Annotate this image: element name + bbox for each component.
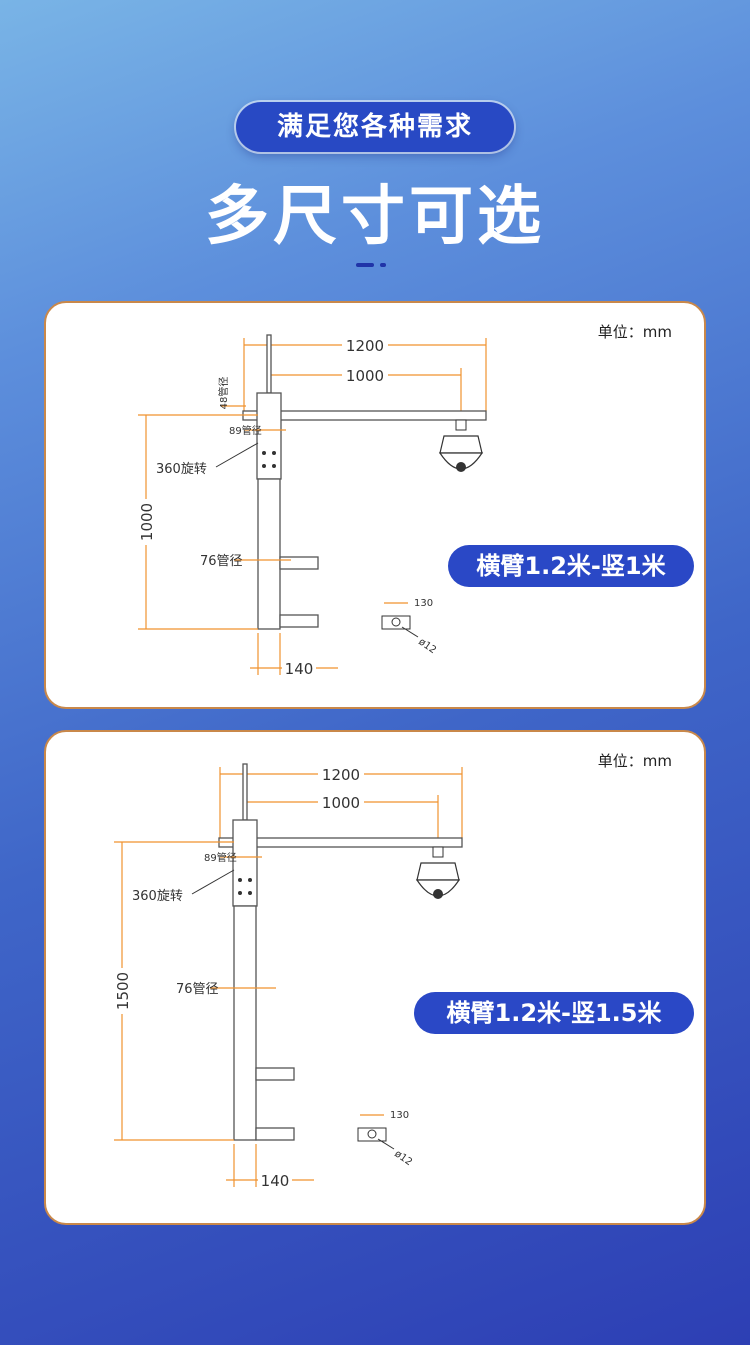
label-top-pipe: 89管径 bbox=[204, 851, 237, 864]
vertical-pole bbox=[233, 905, 257, 1141]
dim-bracket: 140 bbox=[261, 1172, 290, 1190]
dim-hole: ø12 bbox=[392, 1148, 414, 1168]
top-rod bbox=[242, 763, 248, 821]
label-pole-pipe: 76管径 bbox=[176, 982, 219, 997]
vertical-pole bbox=[257, 478, 281, 630]
title-underline-dot bbox=[380, 263, 386, 267]
mount-bracket-lower bbox=[279, 614, 319, 628]
top-rod bbox=[266, 334, 272, 394]
label-pole-pipe: 76管径 bbox=[200, 554, 243, 569]
dim-height: 1000 bbox=[138, 503, 156, 541]
dim-plate: 130 bbox=[414, 598, 433, 609]
label-top-pipe: 89管径 bbox=[229, 424, 262, 437]
page-title: 多尺寸可选 bbox=[205, 180, 545, 254]
unit-label: 单位：mm bbox=[597, 323, 672, 341]
unit-label: 单位：mm bbox=[597, 752, 672, 770]
label-rotate: 360旋转 bbox=[132, 889, 183, 904]
size-card-2: 1200 1000 1500 89管径 360旋转 76管径 bbox=[44, 730, 706, 1225]
size-card-1: 1200 1000 1000 48管径 bbox=[44, 301, 706, 709]
pole-sleeve bbox=[256, 392, 282, 480]
diagram-1: 1200 1000 1000 48管径 bbox=[136, 334, 487, 678]
mount-bracket-upper bbox=[279, 556, 319, 570]
label-arm-pipe: 48管径 bbox=[217, 377, 230, 410]
dome-camera bbox=[438, 419, 484, 472]
dim-hole: ø12 bbox=[416, 636, 438, 656]
size-badge: 横臂1.2米-竖1.5米 bbox=[414, 992, 694, 1034]
dome-camera bbox=[415, 846, 461, 899]
dim-arm-offset: 1000 bbox=[346, 367, 384, 385]
title-underline-dash bbox=[356, 263, 374, 267]
dim-plate: 130 bbox=[390, 1110, 409, 1121]
mount-plate-detail bbox=[381, 602, 419, 638]
dim-arm-total: 1200 bbox=[322, 766, 360, 784]
mount-plate-detail bbox=[357, 1114, 395, 1150]
subtitle-pill: 满足您各种需求 bbox=[236, 102, 514, 152]
diagram-2: 1200 1000 1500 89管径 360旋转 76管径 bbox=[112, 763, 463, 1190]
size-badge: 横臂1.2米-竖1米 bbox=[448, 545, 694, 587]
label-rotate: 360旋转 bbox=[156, 462, 207, 477]
dim-bracket: 140 bbox=[285, 660, 314, 678]
dim-arm-total: 1200 bbox=[346, 337, 384, 355]
mount-bracket-upper bbox=[255, 1067, 295, 1081]
dim-height: 1500 bbox=[114, 972, 132, 1010]
mount-bracket-lower bbox=[255, 1127, 295, 1141]
dim-arm-offset: 1000 bbox=[322, 794, 360, 812]
